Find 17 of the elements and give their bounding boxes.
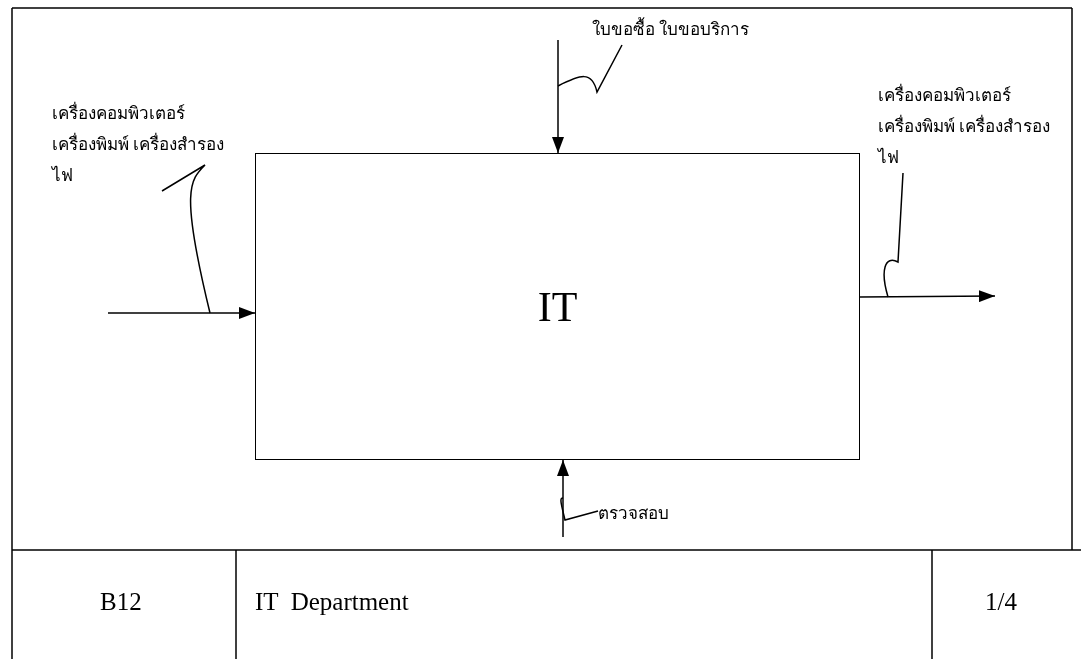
arrow-label: ใบขอซื้อ ใบขอบริการ <box>592 14 812 45</box>
process-title: IT <box>537 282 578 331</box>
arrow <box>557 459 569 538</box>
arrow-label: เครื่องคอมพิวเตอร์ เครื่องพิมพ์ เครื่องสำรองไฟ <box>878 80 1058 173</box>
arrow <box>859 290 996 303</box>
arrow <box>552 39 564 154</box>
arrow-label: ตรวจสอบ <box>598 498 718 529</box>
arrow <box>107 307 256 319</box>
leader-line <box>557 44 623 93</box>
arrow-label: เครื่องคอมพิวเตอร์ เครื่องพิมพ์ เครื่องสำรองไฟ <box>52 98 232 191</box>
title-block-text: B12 <box>100 588 142 616</box>
process-box <box>255 153 860 460</box>
title-block-text: IT Department <box>255 588 409 616</box>
leader-line <box>161 164 211 314</box>
leader-line <box>883 172 904 298</box>
leader-line <box>560 497 599 521</box>
title-block-text: 1/4 <box>985 588 1017 616</box>
